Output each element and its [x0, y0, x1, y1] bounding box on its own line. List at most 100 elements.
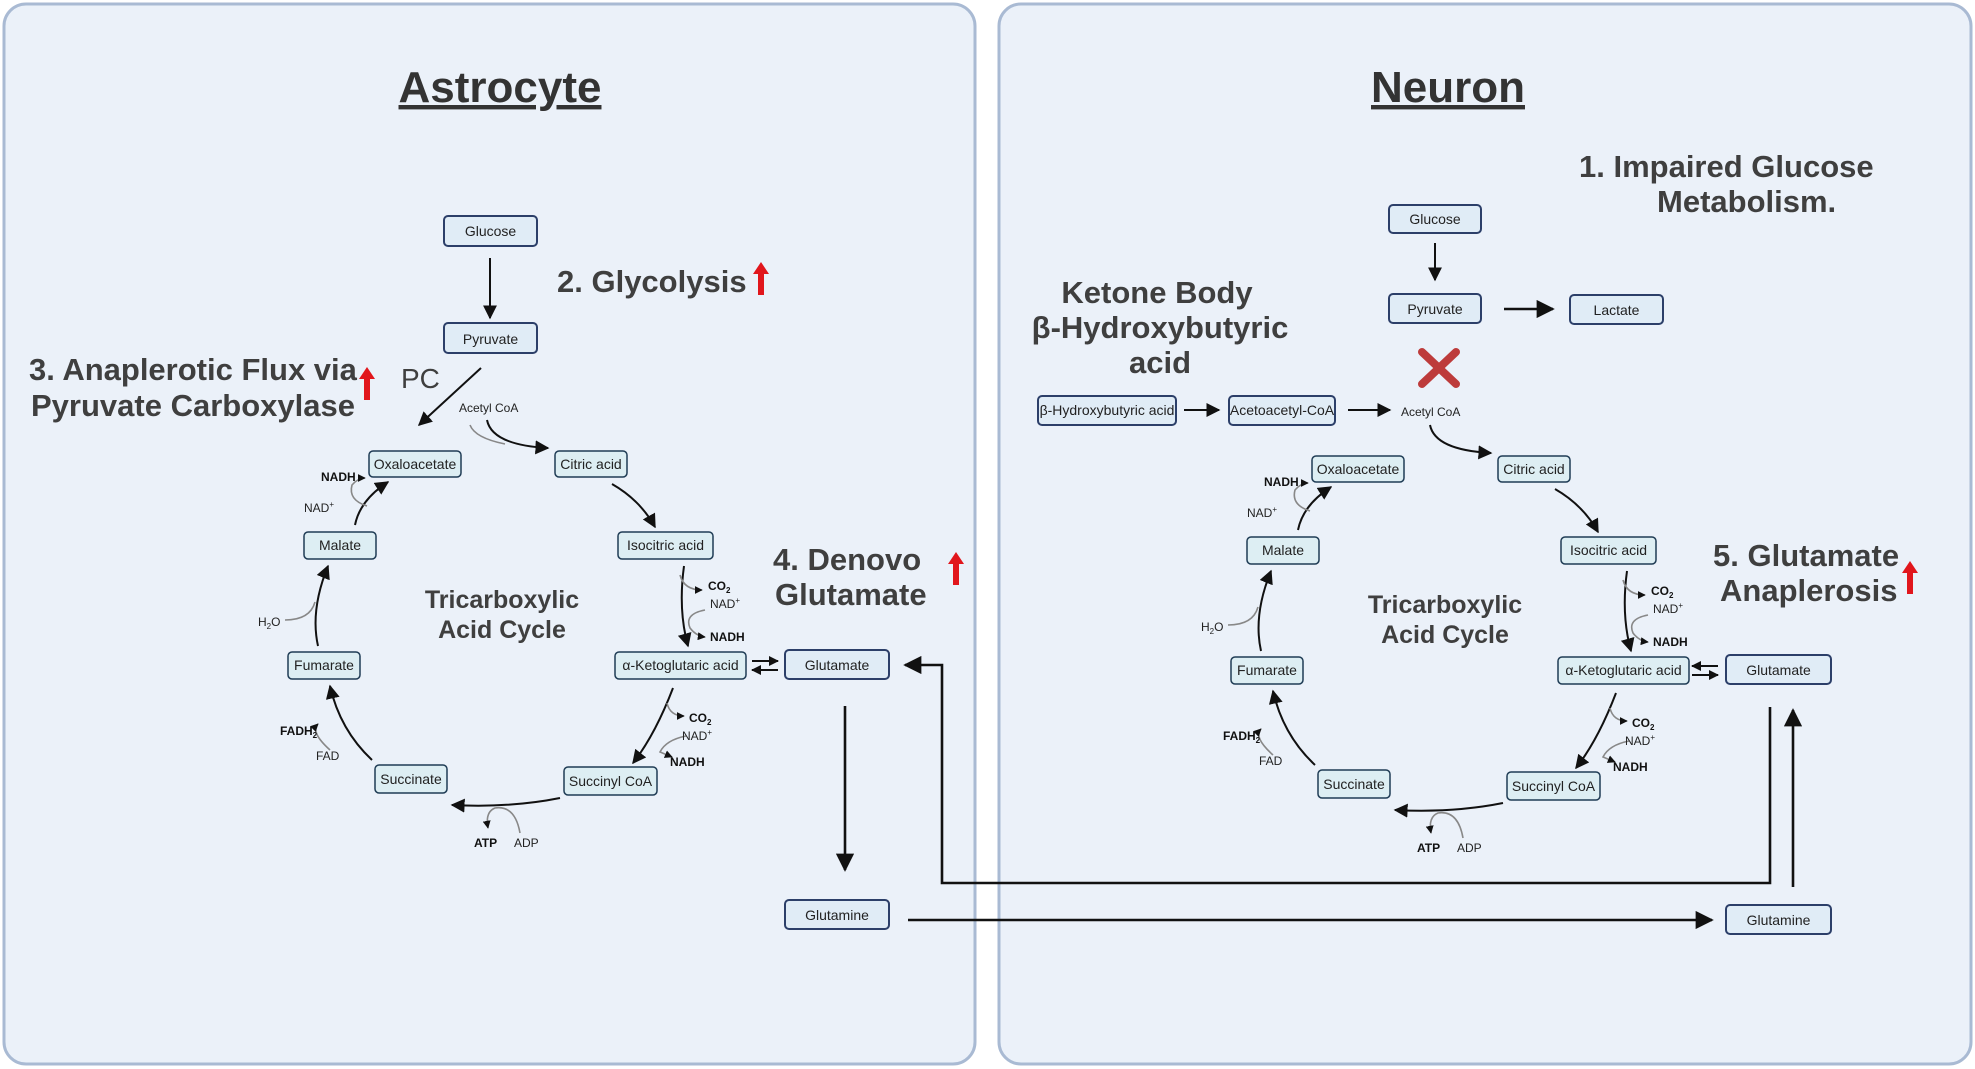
- svg-text:Glutamine: Glutamine: [805, 907, 869, 923]
- svg-text:Isocitric acid: Isocitric acid: [627, 537, 704, 553]
- neuron-atp-branch: [1425, 811, 1464, 839]
- astro-fumarate-box: Fumarate: [287, 651, 361, 680]
- svg-text:Succinyl CoA: Succinyl CoA: [1512, 778, 1596, 794]
- neuron-malate-box: Malate: [1246, 536, 1320, 565]
- svg-text:Oxaloacetate: Oxaloacetate: [374, 456, 457, 472]
- neuron-isocitric-acid-box: Isocitric acid: [1560, 536, 1657, 565]
- neuron-succinate-box: Succinate: [1317, 769, 1391, 799]
- neuron-cycle-label-1: Tricarboxylic: [1368, 591, 1522, 619]
- svg-text:Glutamate: Glutamate: [805, 657, 870, 673]
- svg-text:Lactate: Lactate: [1594, 302, 1640, 318]
- astro-nadh-1: NADH: [710, 630, 745, 644]
- neuron-lactate-box: Lactate: [1569, 294, 1664, 325]
- up-arrow-icon: [359, 367, 375, 400]
- neuron-acetyl-to-citric-arrow: [1429, 424, 1493, 460]
- astro-succinate-box: Succinate: [374, 764, 448, 794]
- astro-co2-1: CO2: [708, 579, 731, 595]
- neuron-succinyl-coa-box: Succinyl CoA: [1506, 771, 1601, 801]
- svg-text:Fumarate: Fumarate: [1237, 662, 1297, 678]
- astro-pyruvate-box: Pyruvate: [443, 322, 538, 354]
- neuron-oxaloacetate-box: Oxaloacetate: [1311, 455, 1405, 483]
- neuron-nadh-1: NADH: [1653, 635, 1688, 649]
- neuron-glutamate-to-astro-glutamate-arrow: [903, 655, 1772, 885]
- astro-succinyl-coa-box: Succinyl CoA: [563, 766, 658, 796]
- neuron-glutamate-box: Glutamate: [1725, 654, 1832, 685]
- astro-denovo-label-1: 4. Denovo: [773, 542, 921, 577]
- astrocyte-panel: [2, 2, 977, 1066]
- neuron-fadh2-branch: [1253, 728, 1274, 756]
- astro-acetyl-coa-label: Acetyl CoA: [459, 401, 518, 415]
- svg-text:Glutamate: Glutamate: [1746, 662, 1811, 678]
- neuron-nadh-malate: NADH: [1264, 475, 1299, 489]
- svg-text:Glutamine: Glutamine: [1747, 912, 1811, 928]
- neuron-nadh-branch-2: [1601, 740, 1630, 763]
- astro-nadh-2: NADH: [670, 755, 705, 769]
- astro-succinate-to-fumarate-arrow: [325, 684, 373, 761]
- neuron-glutamine-box: Glutamine: [1725, 904, 1832, 935]
- astro-nadh-branch-2: [658, 735, 687, 758]
- svg-text:β-Hydroxybutyric acid: β-Hydroxybutyric acid: [1040, 402, 1175, 418]
- blocked-x-icon: [1418, 348, 1460, 388]
- svg-text:Isocitric acid: Isocitric acid: [1570, 542, 1647, 558]
- astro-fumarate-to-malate-arrow: [314, 564, 330, 647]
- neuron-adp: ADP: [1457, 841, 1482, 855]
- astro-cycle-label-1: Tricarboxylic: [425, 586, 579, 614]
- astro-acetyl-branch: [469, 424, 506, 445]
- astro-glycolysis-label: 2. Glycolysis: [557, 264, 747, 299]
- neuron-succinate-to-fumarate-arrow: [1268, 689, 1316, 766]
- svg-text:Succinyl CoA: Succinyl CoA: [569, 773, 653, 789]
- neuron-citric-acid-box: Citric acid: [1497, 455, 1571, 483]
- neuron-h2o: H2O: [1201, 620, 1223, 636]
- astro-anaplerotic-label-1: 3. Anaplerotic Flux via: [29, 352, 358, 387]
- astro-oxaloacetate-box: Oxaloacetate: [368, 450, 462, 478]
- up-arrow-icon: [1902, 561, 1918, 594]
- ketone-label-2: β-Hydroxybutyric: [1032, 310, 1289, 345]
- neuron-succinyl-to-succinate-arrow: [1393, 802, 1504, 818]
- neuron-cycle-label-2: Acid Cycle: [1381, 621, 1509, 649]
- neuron-impaired-label-1: 1. Impaired Glucose: [1579, 149, 1874, 184]
- neuron-anaplerosis-label-1: 5. Glutamate: [1713, 538, 1899, 573]
- neuron-tca-cycle: Oxaloacetate Citric acid Isocitric acid …: [1201, 424, 1690, 855]
- astro-malate-box: Malate: [303, 531, 377, 560]
- pc-label: PC: [401, 363, 440, 394]
- astro-atp: ATP: [474, 836, 497, 850]
- svg-text:Pyruvate: Pyruvate: [1407, 301, 1462, 317]
- astro-akg-to-succinyl-arrow: [632, 687, 674, 765]
- astro-acetyl-to-citric-arrow: [486, 419, 550, 455]
- astro-fadh2-branch: [310, 723, 331, 751]
- svg-text:α-Ketoglutaric acid: α-Ketoglutaric acid: [1565, 662, 1681, 678]
- neuron-acetyl-coa-label: Acetyl CoA: [1401, 405, 1460, 419]
- astro-nadh-malate: NADH: [321, 470, 356, 484]
- up-arrow-icon: [753, 262, 769, 295]
- svg-text:Oxaloacetate: Oxaloacetate: [1317, 461, 1400, 477]
- neuron-nadh-2: NADH: [1613, 760, 1648, 774]
- neuron-co2-branch: [1622, 579, 1646, 599]
- neuron-panel: [997, 2, 1973, 1066]
- astro-citric-to-isocitric-arrow: [611, 483, 656, 529]
- astrocyte-title: Astrocyte: [399, 63, 602, 112]
- neuron-co2-1: CO2: [1651, 584, 1674, 600]
- astro-nad-2: NAD+: [682, 728, 712, 743]
- up-arrow-icon: [948, 552, 964, 585]
- astro-isocitric-acid-box: Isocitric acid: [617, 531, 714, 560]
- astro-citric-acid-box: Citric acid: [554, 450, 628, 478]
- neuron-co2-2: CO2: [1632, 716, 1655, 732]
- svg-text:Succinate: Succinate: [380, 771, 442, 787]
- neuron-fadh2: FADH2: [1223, 729, 1261, 745]
- acetoacetyl-box: Acetoacetyl-CoA: [1228, 395, 1336, 426]
- neuron-malate-to-oxaloacetate-arrow: [1297, 486, 1333, 531]
- astro-atp-branch: [482, 806, 521, 834]
- svg-text:Glucose: Glucose: [1409, 211, 1461, 227]
- astro-alpha-kg-box: α-Ketoglutaric acid: [614, 651, 747, 680]
- astro-denovo-label-2: Glutamate: [775, 577, 927, 612]
- neuron-title: Neuron: [1371, 63, 1525, 112]
- neuron-fad: FAD: [1259, 754, 1283, 768]
- neuron-nad-2: NAD+: [1625, 733, 1655, 748]
- astro-nad-branch: [350, 474, 368, 507]
- neuron-akg-to-succinyl-arrow: [1575, 692, 1617, 770]
- svg-text:Fumarate: Fumarate: [294, 657, 354, 673]
- astro-nad-1: NAD+: [710, 596, 740, 611]
- astro-succinyl-to-succinate-arrow: [450, 797, 561, 813]
- svg-text:Acetoacetyl-CoA: Acetoacetyl-CoA: [1230, 402, 1335, 418]
- svg-text:α-Ketoglutaric acid: α-Ketoglutaric acid: [622, 657, 738, 673]
